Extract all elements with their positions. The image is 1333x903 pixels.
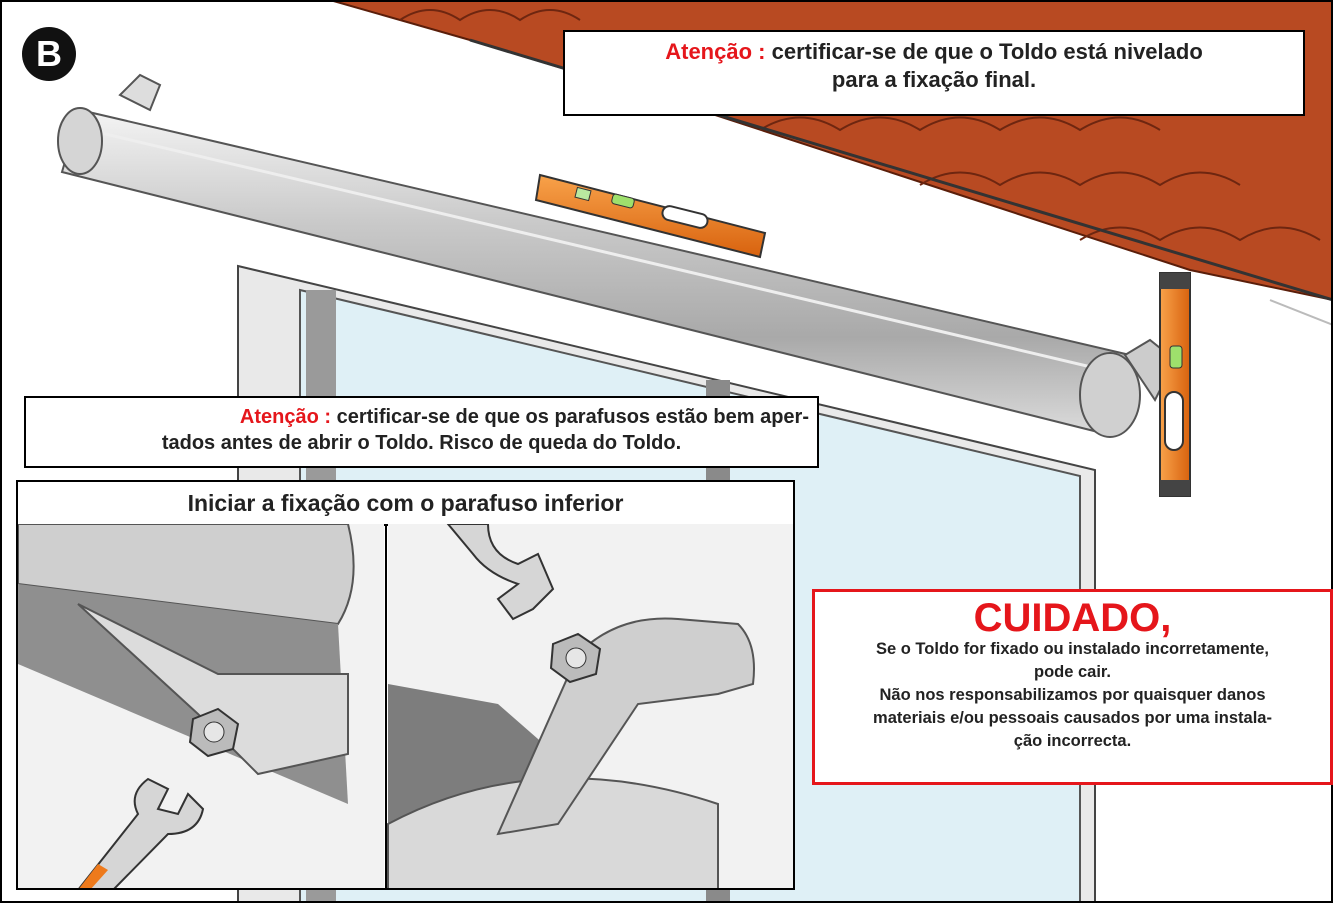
awning-cassette bbox=[57, 73, 1177, 438]
spirit-level-icon bbox=[1159, 272, 1191, 497]
detail-view-left bbox=[18, 524, 384, 888]
attention-level-note: Atenção : certificar-se de que o Toldo e… bbox=[563, 30, 1305, 116]
spirit-level-icon bbox=[534, 173, 767, 259]
wrench-icon bbox=[78, 777, 205, 888]
caution-line: materiais e/ou pessoais causados por uma… bbox=[873, 709, 1272, 727]
attention-text-line1: certificar-se de que o Toldo está nivela… bbox=[771, 39, 1203, 64]
attention-text-line1: certificar-se de que os parafusos estão … bbox=[336, 406, 809, 428]
attention-screws-note: Atenção : certificar-se de que os parafu… bbox=[24, 396, 819, 468]
attention-label: Atenção : bbox=[239, 406, 332, 428]
step-badge: B bbox=[22, 27, 76, 81]
caution-warning-box: CUIDADO, Se o Toldo for fixado ou instal… bbox=[812, 589, 1333, 785]
fixing-detail-panel: Iniciar a fixação com o parafuso inferio… bbox=[16, 480, 795, 890]
attention-text-line2: tados antes de abrir o Toldo. Risco de q… bbox=[161, 432, 682, 454]
caution-line: pode cair. bbox=[1033, 663, 1112, 681]
caution-line: Não nos responsabilizamos por quaisquer … bbox=[879, 686, 1266, 704]
attention-text-line2: para a fixação final. bbox=[831, 67, 1037, 92]
wrench-icon bbox=[446, 524, 555, 621]
detail-illustrations bbox=[18, 524, 793, 888]
detail-panel-title: Iniciar a fixação com o parafuso inferio… bbox=[18, 482, 793, 526]
bolt-icon bbox=[549, 632, 602, 684]
caution-title: CUIDADO, bbox=[973, 596, 1172, 640]
attention-label: Atenção : bbox=[665, 39, 766, 64]
detail-view-right bbox=[387, 524, 793, 888]
bolt-icon bbox=[188, 707, 240, 758]
caution-line: ção incorrecta. bbox=[1013, 732, 1132, 750]
caution-line: Se o Toldo for fixado ou instalado incor… bbox=[876, 640, 1269, 658]
